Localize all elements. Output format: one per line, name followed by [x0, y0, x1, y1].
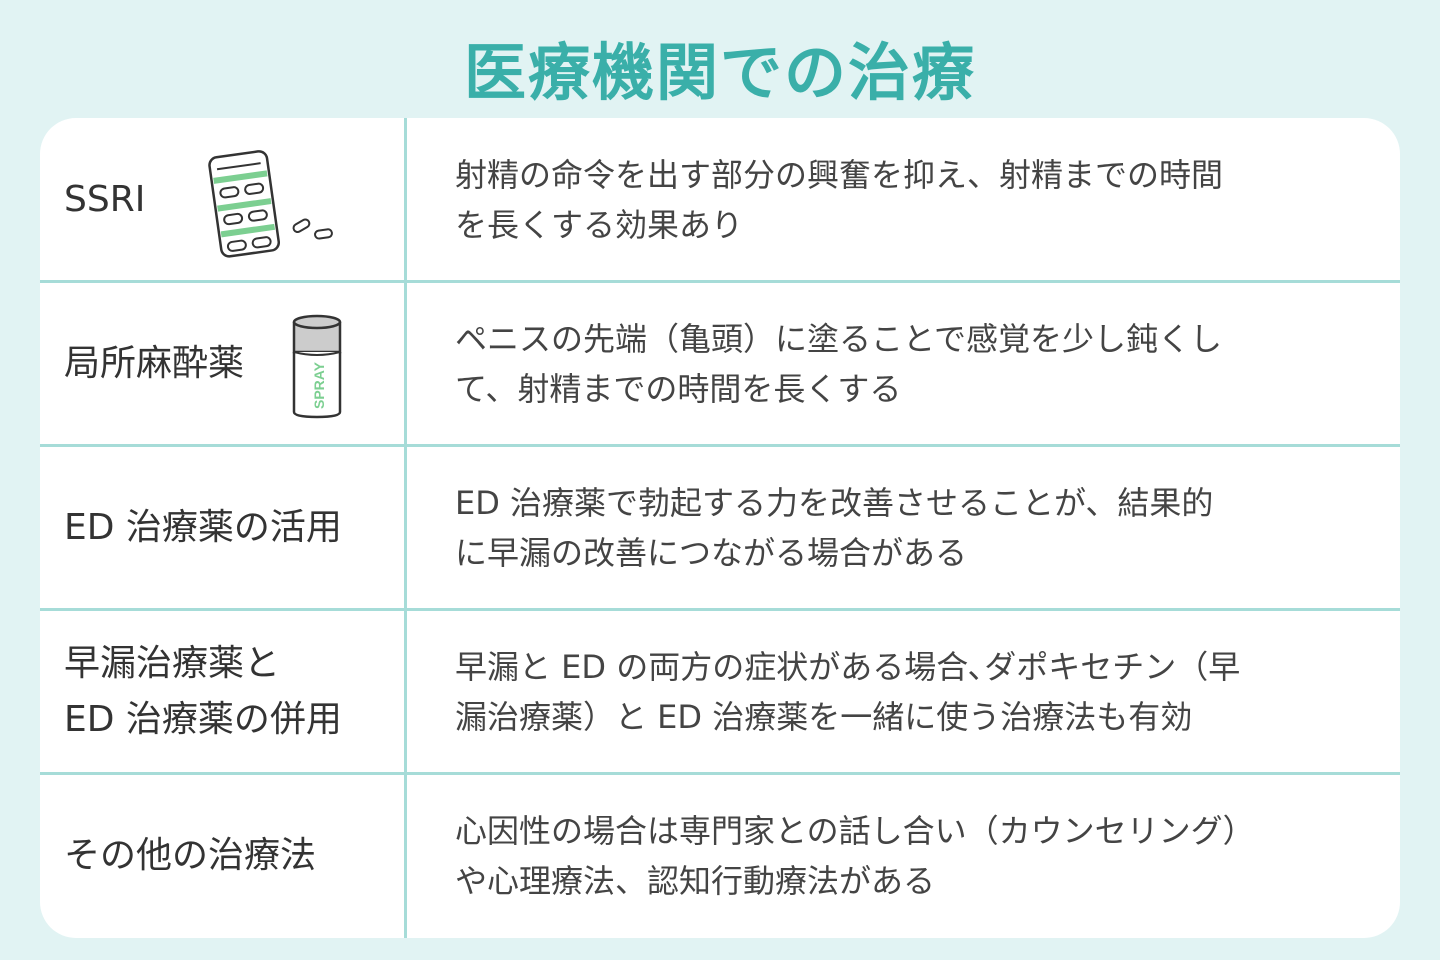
- row-description: 射精の命令を出す部分の興奮を抑え、射精までの時間 を長くする効果あり: [455, 118, 1223, 282]
- label-line: SSRI: [64, 179, 146, 220]
- label-line: 早漏治療薬と: [64, 643, 281, 684]
- row-label: 早漏治療薬と ED 治療薬の併用: [64, 610, 342, 774]
- column-divider: [404, 118, 407, 938]
- desc-line: に早漏の改善につながる場合がある: [455, 534, 968, 572]
- desc-line: 漏治療薬）と ED 治療薬を一緒に使う治療法も有効: [455, 698, 1193, 736]
- row-description: ED 治療薬で勃起する力を改善させることが、結果的 に早漏の改善につながる場合が…: [455, 446, 1213, 610]
- row-description: 心因性の場合は専門家との話し合い（カウンセリング） や心理療法、認知行動療法があ…: [455, 774, 1255, 938]
- label-line: ED 治療薬の併用: [64, 699, 342, 740]
- desc-line: や心理療法、認知行動療法がある: [455, 862, 936, 900]
- row-divider: [40, 608, 1400, 611]
- table-row-other: その他の治療法 心因性の場合は専門家との話し合い（カウンセリング） や心理療法、…: [40, 774, 1400, 938]
- row-divider: [40, 280, 1400, 283]
- spray-label: SPRAY: [311, 361, 327, 409]
- page-title: 医療機関での治療: [463, 36, 976, 109]
- treatment-table: SSRI 射精の命令を出す部分の興奮を抑え、射精までの時間 を長くする効果あり: [40, 118, 1400, 938]
- row-label: ED 治療薬の活用: [64, 446, 342, 610]
- desc-line: ペニスの先端（亀頭）に塗ることで感覚を少し鈍くし: [455, 320, 1223, 358]
- table-row-ed-drug: ED 治療薬の活用 ED 治療薬で勃起する力を改善させることが、結果的 に早漏の…: [40, 446, 1400, 610]
- row-description: ペニスの先端（亀頭）に塗ることで感覚を少し鈍くし て、射精までの時間を長くする: [455, 282, 1222, 446]
- table-row-combination: 早漏治療薬と ED 治療薬の併用 早漏と ED の両方の症状がある場合､ダポキセ…: [40, 610, 1400, 774]
- table-row-ssri: SSRI 射精の命令を出す部分の興奮を抑え、射精までの時間 を長くする効果あり: [40, 118, 1400, 282]
- row-description: 早漏と ED の両方の症状がある場合､ダポキセチン（早 漏治療薬）と ED 治療…: [455, 610, 1240, 774]
- table-row-local-anesthetic: 局所麻酔薬 SPRAY ペニスの先端（亀頭）に塗ることで感覚を少し鈍くし て、射…: [40, 282, 1400, 446]
- row-divider: [40, 444, 1400, 447]
- desc-line: を長くする効果あり: [455, 206, 744, 244]
- desc-line: 射精の命令を出す部分の興奮を抑え、射精までの時間: [455, 156, 1224, 194]
- label-line: その他の治療法: [64, 835, 317, 876]
- desc-line: 心因性の場合は専門家との話し合い（カウンセリング）: [455, 812, 1255, 850]
- label-line: ED 治療薬の活用: [64, 507, 342, 548]
- row-label: 局所麻酔薬: [64, 282, 244, 446]
- spray-can-icon: SPRAY: [292, 314, 342, 419]
- row-label: その他の治療法: [64, 774, 316, 938]
- row-label: SSRI: [64, 118, 145, 282]
- desc-line: て、射精までの時間を長くする: [455, 370, 902, 408]
- desc-line: 早漏と ED の両方の症状がある場合､ダポキセチン（早: [455, 648, 1241, 686]
- label-line: 局所麻酔薬: [64, 343, 245, 384]
- pill-blister-icon: [208, 150, 333, 258]
- desc-line: ED 治療薬で勃起する力を改善させることが、結果的: [455, 484, 1214, 522]
- row-divider: [40, 772, 1400, 775]
